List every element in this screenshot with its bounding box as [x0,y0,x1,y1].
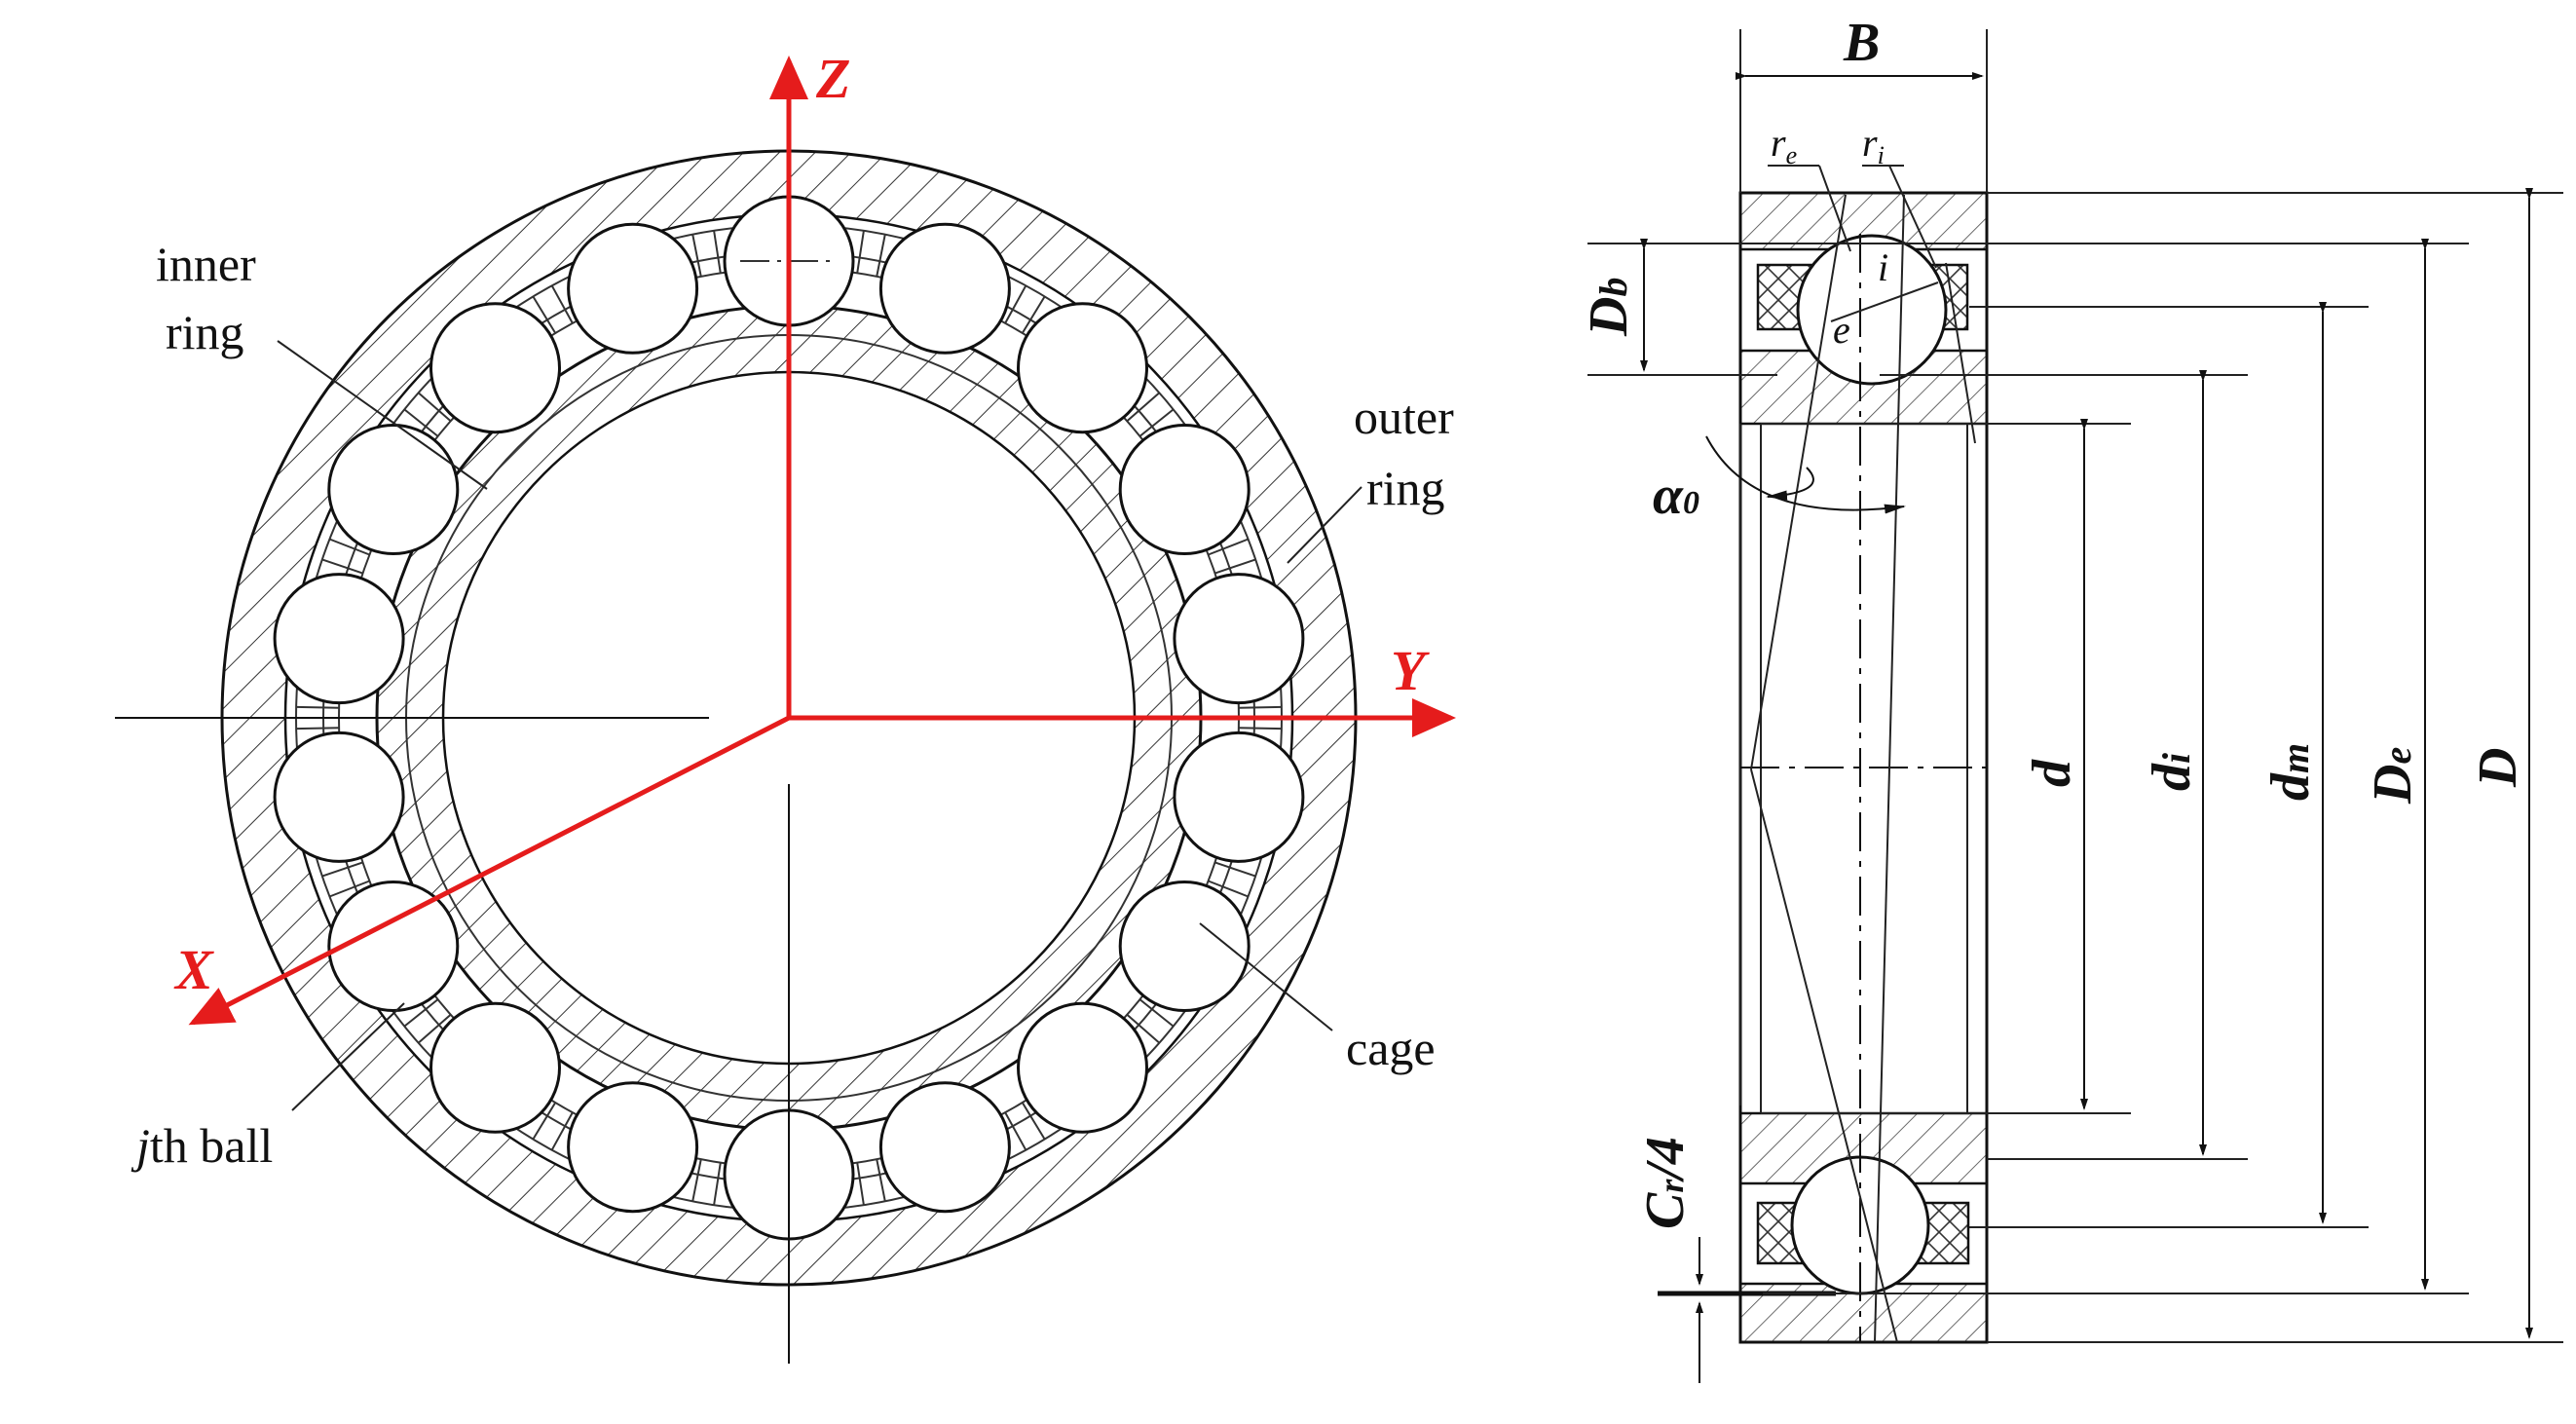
cage-web [1238,727,1282,731]
cage-web [329,880,370,898]
cage-web [1126,1013,1161,1044]
outer-ring-leader [1287,486,1363,564]
ball [567,222,699,355]
bearing-front-view: Z Y X inner ring outer ring cage jth bal… [115,47,1456,1364]
cage-web [296,705,340,709]
ball [1173,573,1305,705]
inner-radius-label: ri [1862,121,1885,169]
ball [1017,302,1148,434]
cage-web [856,1162,865,1206]
ball [1017,1001,1148,1134]
contact-angle-arc [1705,435,1906,514]
cage-web [1021,1102,1046,1141]
ball [327,424,460,555]
inner-ring-leader [277,340,488,490]
pitch-label: dm [2260,743,2321,801]
ball [273,573,405,705]
cage-web [403,998,439,1028]
cage-web [417,1013,452,1044]
width-label: B [1843,13,1880,73]
cage-web [1214,558,1256,575]
contact-line-1 [1750,194,1847,770]
cage-web [329,538,370,556]
cage-web [1004,284,1027,324]
cage-web [1238,705,1282,709]
bore-label: d [2022,759,2082,787]
ball [273,731,405,863]
cage-label: cage [1346,1021,1436,1075]
cage-web [1139,998,1175,1028]
cage-web [417,392,452,423]
cage-web [876,234,886,278]
outer-race-label: De [2363,747,2423,805]
cage-web [713,230,722,274]
cage-web [550,1111,574,1151]
ball-leader [291,1002,405,1111]
cage-web [713,1162,722,1206]
z-axis-label: Z [815,47,850,110]
ball [878,1081,1011,1214]
ball-diameter-label: Db [1579,278,1639,337]
bearing-section-view: B re ri e i Db α0 Cr/4 [1579,13,2563,1383]
ball [1173,731,1305,863]
cage-web [1208,538,1249,556]
cage-web [550,284,574,324]
cage-web [1004,1111,1027,1151]
x-axis [188,715,791,1026]
ball-label: jth ball [131,1118,273,1173]
cage-web [321,861,363,878]
cage-web [1139,408,1175,437]
cage-web [1021,295,1046,334]
ball [1118,424,1251,555]
ball [878,222,1011,355]
ball [1118,881,1251,1012]
cage-web [856,230,865,274]
contact-line-3 [1874,194,1905,1343]
top-ball [1796,234,1948,386]
ball [567,1081,699,1214]
cage-web [876,1158,886,1202]
ball [327,881,460,1012]
inner-race-label: di [2142,753,2202,791]
outer-radius-label: re [1771,121,1797,169]
contact-point-i: i [1878,245,1888,289]
cage-web [1214,861,1256,878]
cage-web [691,1158,702,1202]
cage-web [1126,392,1161,423]
inner-ring-label: inner [156,237,256,291]
cage-web [321,558,363,575]
contact-angle-label: α0 [1653,466,1699,526]
cage-leader [1199,922,1333,1031]
cage-web [1208,880,1249,898]
cage-web [532,295,557,334]
cage-web [296,727,340,731]
outer-ring-label-2: ring [1366,461,1445,515]
balls [273,195,1305,1241]
cage-pockets [296,230,1282,1206]
contact-point-e: e [1833,308,1850,352]
outer-ring-label: outer [1354,390,1454,444]
ball [429,1001,561,1134]
x-axis-label: X [173,938,214,1001]
cage-web [532,1102,557,1141]
cage-web [403,408,439,437]
contact-line-2 [1750,768,1898,1343]
y-axis-label: Y [1391,639,1430,702]
ball [429,302,561,434]
inner-ring-label-2: ring [166,305,244,359]
outer-diameter-label: D [2468,748,2528,788]
clearance-label: Cr/4 [1635,1137,1696,1229]
cage-web [691,234,702,278]
